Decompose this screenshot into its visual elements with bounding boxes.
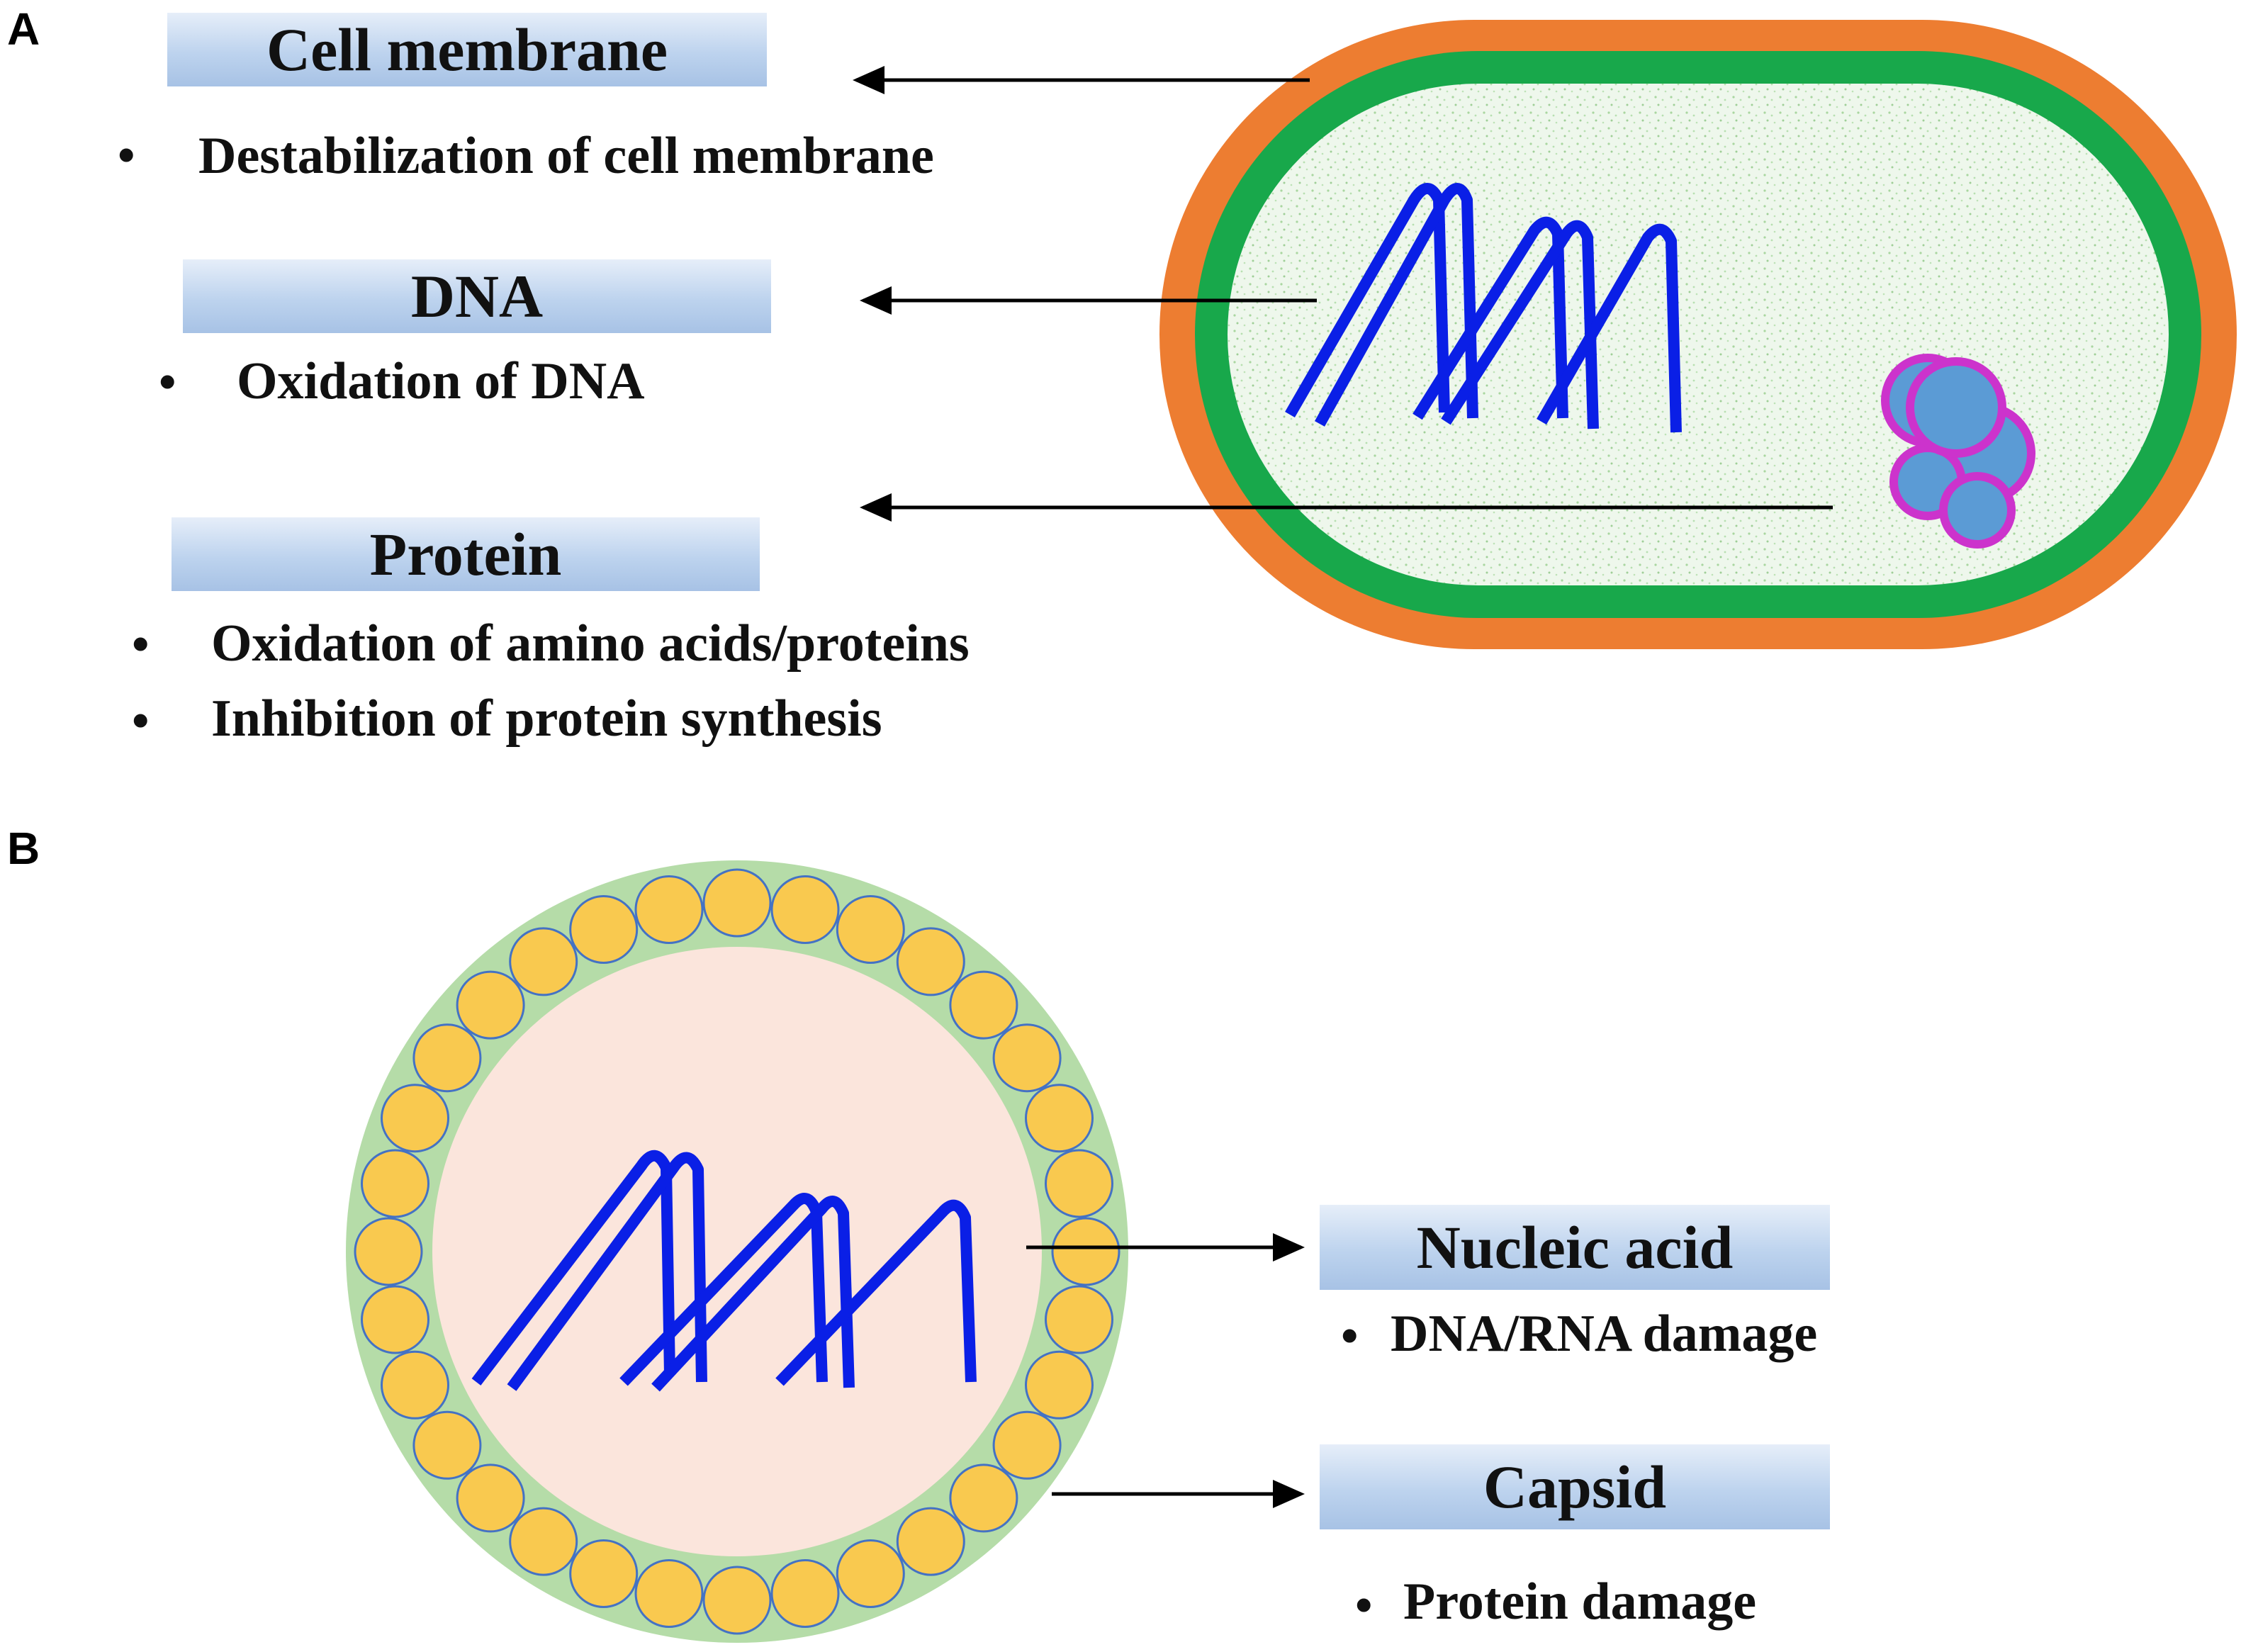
bacterial-dna-icon	[1285, 183, 1682, 433]
capsomere	[381, 1350, 449, 1420]
bullet-dot: •	[1355, 1578, 1373, 1633]
capsomere-ring	[354, 868, 1120, 1635]
capsomere	[412, 1023, 482, 1093]
capsomere	[634, 1559, 704, 1628]
capsomere	[354, 1217, 423, 1286]
capsomere	[412, 1410, 482, 1480]
bullet-dot: •	[159, 355, 176, 410]
capsomere	[509, 1507, 578, 1576]
nucleic-acid-item: DNA/RNA damage	[1391, 1305, 1818, 1363]
dna-item: Oxidation of DNA	[237, 352, 645, 410]
virus-interior	[432, 947, 1042, 1556]
nucleic-acid-header: Nucleic acid	[1320, 1205, 1830, 1290]
capsomere	[1025, 1084, 1094, 1153]
capsomere	[770, 1559, 840, 1628]
capsomere	[456, 1463, 525, 1533]
bullet-dot: •	[132, 694, 150, 748]
capsomere	[992, 1410, 1062, 1480]
protein-item-2: Inhibition of protein synthesis	[211, 690, 882, 748]
protein-header: Protein	[172, 517, 760, 591]
capsomere	[949, 1463, 1018, 1533]
protein-cluster-icon	[1881, 354, 2035, 549]
capsomere	[949, 970, 1018, 1040]
capsomere	[569, 895, 639, 964]
viral-nucleic-acid-icon	[471, 1150, 977, 1392]
capsomere	[509, 927, 578, 996]
bullet-dot: •	[132, 617, 150, 672]
capsomere	[836, 1539, 905, 1608]
cell-membrane-item: Destabilization of cell membrane	[198, 127, 934, 185]
capsomere	[569, 1539, 639, 1608]
capsomere	[634, 875, 704, 944]
capsomere	[992, 1023, 1062, 1093]
capsomere	[1051, 1217, 1120, 1286]
capsomere	[896, 927, 965, 996]
panel-a-label: A	[7, 4, 40, 55]
cell-membrane-header: Cell membrane	[167, 13, 767, 86]
dna-header: DNA	[183, 259, 771, 333]
capsomere	[702, 1566, 772, 1635]
capsomere	[770, 875, 840, 944]
bacterium	[1159, 20, 2237, 649]
capsomere	[836, 895, 905, 964]
capsomere	[361, 1285, 429, 1354]
capsid-item: Protein damage	[1403, 1573, 1757, 1631]
protein-item-1: Oxidation of amino acids/proteins	[211, 614, 970, 673]
bullet-dot: •	[118, 128, 135, 183]
capsomere	[1045, 1285, 1113, 1354]
capsomere	[896, 1507, 965, 1576]
capsomere	[381, 1084, 449, 1153]
capsomere	[1025, 1350, 1094, 1420]
bullet-dot: •	[1341, 1309, 1359, 1364]
capsomere	[456, 970, 525, 1040]
panel-b-label: B	[7, 823, 40, 874]
capsomere	[702, 868, 772, 938]
virus	[346, 860, 1128, 1643]
capsomere	[361, 1149, 429, 1218]
capsid-header: Capsid	[1320, 1444, 1830, 1529]
capsomere	[1045, 1149, 1113, 1218]
